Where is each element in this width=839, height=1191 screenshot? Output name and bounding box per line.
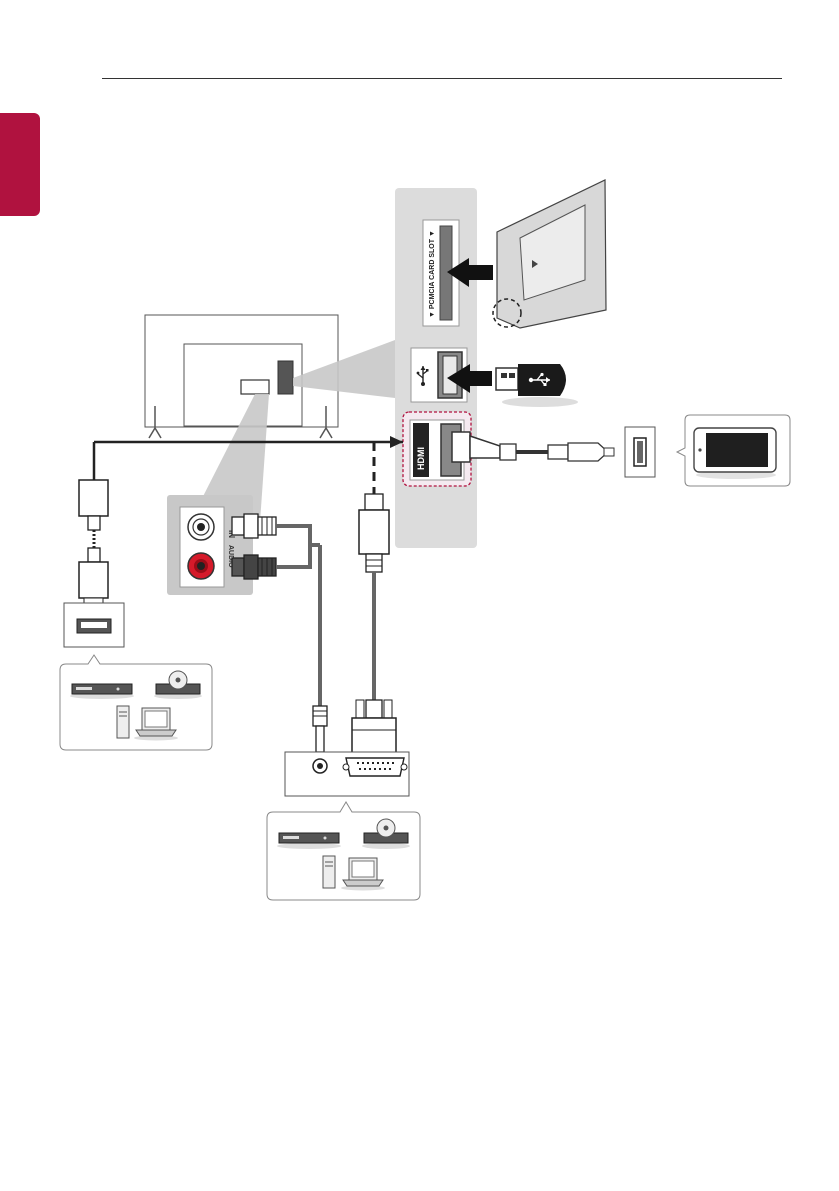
audio-in-panel: IN AUDIO [167, 495, 253, 595]
set-top-box-icon-2 [277, 833, 341, 849]
hdmi-port-label: HDMI [416, 447, 426, 470]
usb-memory-stick [496, 364, 578, 407]
device-bubble-left [60, 655, 212, 750]
desktop-pc-icon [117, 706, 129, 738]
audio-jack-red[interactable] [188, 553, 214, 579]
device-bubble-middle [267, 802, 420, 900]
smartphone-bubble [677, 415, 790, 486]
ci-module-card [493, 180, 606, 328]
audio-jack-white[interactable] [188, 514, 214, 540]
desktop-pc-icon-2 [323, 856, 335, 888]
device-hdmi-port [64, 603, 124, 647]
hdmi-to-dvi-cable [352, 442, 396, 754]
set-top-box-icon [70, 684, 134, 699]
pcmcia-slot-label: ▼ PCMCIA CARD SLOT ▼ [429, 230, 436, 318]
device-ports-panel [285, 752, 409, 796]
micro-usb-port [625, 427, 655, 477]
smartphone-icon [694, 428, 776, 472]
